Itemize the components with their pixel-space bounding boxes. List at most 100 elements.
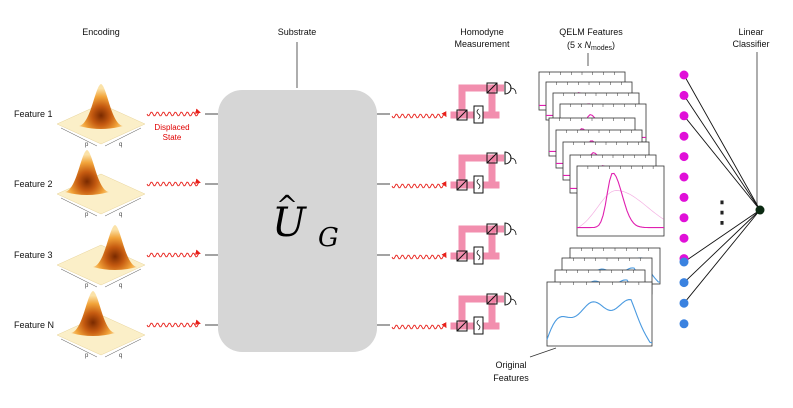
classifier-weight-line: [683, 115, 761, 211]
axis-q-label: q: [119, 283, 122, 289]
axis-p-label: p: [85, 283, 89, 289]
linear-classifier: ⋮: [679, 70, 765, 329]
beam-splitter-diagonal: [456, 179, 468, 191]
classifier-title-line2: Classifier: [732, 39, 769, 49]
plot-curve: [577, 172, 664, 229]
feature-node: [679, 70, 689, 80]
feature-node: [679, 298, 689, 308]
classifier-weight-line: [683, 95, 761, 211]
qelm-close: ): [612, 40, 615, 50]
original-feature-stack: [546, 247, 661, 347]
displaced-label-line2: State: [163, 133, 182, 142]
feature-node: [679, 131, 689, 141]
beam-splitter-lower: [456, 250, 468, 262]
axis-q-label: q: [119, 353, 122, 359]
axis-p-label: p: [85, 353, 89, 359]
wigner-peak: [79, 84, 123, 129]
encoding-title: Encoding: [82, 27, 120, 37]
detector-wire: [509, 298, 517, 306]
unitary-u: U: [272, 200, 307, 246]
axis-p-label: p: [85, 142, 89, 148]
phase-shifter: [473, 105, 484, 124]
feature-plot: [546, 281, 653, 347]
qelm-n: N: [585, 40, 592, 50]
node-ellipsis: ⋮: [707, 195, 737, 230]
beam-splitter-diagonal: [456, 250, 468, 262]
photodetector: [504, 151, 512, 165]
beam-splitter-diagonal: [456, 320, 468, 332]
feature-node: [679, 233, 689, 243]
plot-frame: [576, 165, 665, 237]
detector-wire: [509, 87, 517, 95]
classifier-weight-line: [683, 209, 761, 283]
displaced-wave-arrow: [146, 108, 201, 117]
beam-splitter-upper: [486, 82, 498, 94]
beam-splitter-diagonal: [486, 82, 498, 94]
classifier-title-line1: Linear: [738, 27, 763, 37]
feature-node: [679, 90, 689, 100]
wigner-peak: [65, 150, 109, 195]
phase-shifter: [473, 246, 484, 265]
original-pointer: [529, 347, 557, 358]
beam-splitter-diagonal: [486, 152, 498, 164]
detector-wire: [509, 228, 517, 236]
detector-wire: [509, 157, 517, 165]
feature-node: [679, 172, 689, 182]
beam-splitter-diagonal: [456, 109, 468, 121]
qelm-mult: (5 x: [567, 40, 585, 50]
wigner-peak: [93, 225, 137, 270]
classifier-weight-line: [683, 209, 761, 304]
feature-node: [679, 213, 689, 223]
substrate-title: Substrate: [278, 27, 317, 37]
photodetector: [504, 81, 512, 95]
plot-curve: [546, 299, 653, 344]
classifier-weight-line: [683, 74, 761, 211]
feature-plot: [576, 165, 665, 237]
classifier-weight-line: [683, 209, 761, 263]
output-wave-arrow: [391, 252, 447, 260]
feature-node: [679, 152, 689, 162]
homodyne-setup: [450, 81, 517, 124]
axis-q-line: [104, 268, 142, 288]
feature-node: [679, 319, 689, 329]
beam-splitter-lower: [456, 179, 468, 191]
phase-space-plane: [56, 173, 146, 215]
axis-q-label: q: [119, 212, 122, 218]
homodyne-title-line1: Homodyne: [460, 27, 504, 37]
qelm-title-line2: (5 x Nmodes): [567, 40, 615, 52]
phase-shifter: [473, 316, 484, 335]
axis-q-line: [104, 197, 142, 217]
output-wave-arrow: [391, 111, 447, 119]
axis-p-label: p: [85, 212, 89, 218]
axis-p-line: [60, 197, 98, 217]
qelm-title-line1: QELM Features: [559, 27, 623, 37]
axis-q-line: [104, 338, 142, 358]
axis-q-label: q: [119, 142, 122, 148]
phase-shifter: [473, 175, 484, 194]
phase-shifter-symbol: [476, 319, 481, 331]
qelm-modes: modes: [591, 45, 613, 52]
original-label-line1: Original: [495, 360, 526, 370]
plot-curve-faint: [576, 190, 665, 229]
axis-p-line: [60, 127, 98, 147]
homodyne-setup: [450, 292, 517, 335]
output-wave-arrow: [391, 322, 447, 330]
axis-p-line: [60, 338, 98, 358]
substrate-box: [218, 90, 377, 352]
axis-q-line: [104, 127, 142, 147]
wigner-peak: [71, 291, 115, 336]
displaced-wave-arrow: [146, 319, 201, 328]
feature-node: [679, 192, 689, 202]
photodetector: [504, 222, 512, 236]
displaced-wave-arrow: [146, 249, 201, 258]
homodyne-setup: [450, 222, 517, 265]
beam-splitter-diagonal: [486, 223, 498, 235]
output-node: [755, 205, 765, 215]
beam-splitter-upper: [486, 293, 498, 305]
beam-splitter-upper: [486, 152, 498, 164]
feature-node: [679, 111, 689, 121]
